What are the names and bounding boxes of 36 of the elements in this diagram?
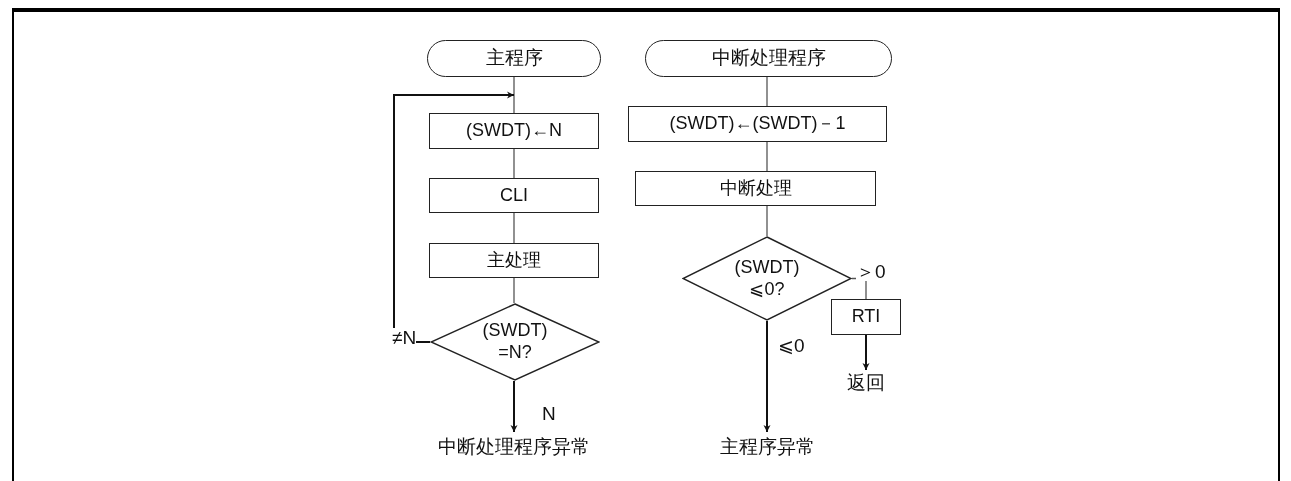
arrow: [510, 380, 518, 433]
label-text: 返回: [847, 371, 885, 395]
terminal-box: [645, 40, 892, 77]
arrow: [393, 91, 515, 343]
edge-label: N: [542, 404, 556, 423]
process-box: [429, 243, 599, 278]
connector-line: [513, 277, 515, 304]
label-text: 中断处理程序异常: [438, 435, 590, 459]
process-box: [628, 106, 887, 142]
node-text: CLI: [500, 184, 528, 207]
edge-label: ≠N: [392, 328, 417, 347]
process-box: [831, 299, 901, 335]
terminal-box: [427, 40, 601, 77]
connector-line: [766, 205, 768, 237]
connector-line: [513, 76, 515, 114]
node-text: (SWDT) =N?: [481, 320, 549, 364]
edge-label: ⩽0: [778, 336, 805, 355]
node-text: (SWDT)←N: [466, 120, 562, 142]
connector-line: [513, 212, 515, 244]
process-box: [635, 171, 876, 206]
node-text: 主程序: [485, 47, 543, 70]
node-text: 主处理: [487, 249, 541, 272]
node-text: RTI: [851, 306, 881, 328]
arrow: [862, 334, 870, 371]
connector-line: [766, 141, 768, 172]
connector-line: [513, 148, 515, 179]
connector-line: [766, 76, 768, 107]
node-text: 中断处理程序: [711, 47, 826, 70]
node-text: (SWDT)←(SWDT)－1: [669, 113, 846, 135]
node-text: (SWDT) ⩽0?: [733, 256, 801, 301]
edge-label: ＞0: [856, 262, 886, 281]
process-box: [429, 113, 599, 149]
node-text: 中断处理: [719, 177, 792, 200]
arrow: [763, 320, 771, 433]
label-text: 主程序异常: [719, 435, 815, 459]
process-box: [429, 178, 599, 213]
